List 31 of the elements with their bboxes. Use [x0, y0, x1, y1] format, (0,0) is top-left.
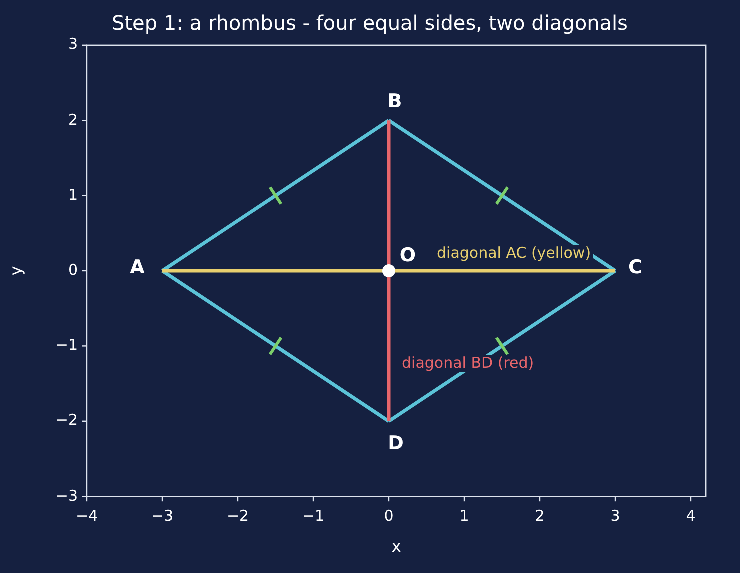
- tick-label: 0: [384, 508, 394, 524]
- vertex-label: C: [628, 258, 642, 278]
- vertex-label: A: [130, 258, 145, 278]
- side-line: [388, 119, 616, 272]
- vertex-label: O: [400, 246, 416, 266]
- tick-label: 3: [68, 37, 78, 52]
- side-line: [162, 119, 390, 272]
- tick-label: 3: [610, 508, 620, 524]
- vertex-label: D: [388, 434, 404, 454]
- tick-label: −1: [56, 338, 78, 354]
- tick-label: −1: [302, 508, 325, 524]
- axis-label: x: [392, 538, 402, 555]
- tick-label: 4: [686, 508, 696, 524]
- tick-label: −3: [151, 508, 174, 524]
- tick-label: −3: [56, 488, 78, 504]
- tick-label: −4: [76, 508, 98, 524]
- chart-title: Step 1: a rhombus - four equal sides, two diagonals: [112, 13, 628, 33]
- tick-label: −2: [56, 413, 78, 428]
- edge-label: diagonal AC (yellow): [435, 245, 594, 262]
- tick-label: 2: [68, 112, 78, 128]
- diagonal-line: [387, 120, 391, 422]
- vertex-label: B: [388, 92, 402, 112]
- axis-label: y: [8, 266, 25, 276]
- side-line: [388, 270, 616, 423]
- tick-label: 0: [68, 263, 78, 278]
- side-line: [162, 270, 390, 423]
- tick-label: 1: [68, 188, 78, 203]
- tick-label: −2: [226, 508, 250, 524]
- tick-label: 2: [535, 508, 545, 524]
- tick-label: 1: [460, 508, 470, 524]
- diagonal-line: [162, 269, 616, 273]
